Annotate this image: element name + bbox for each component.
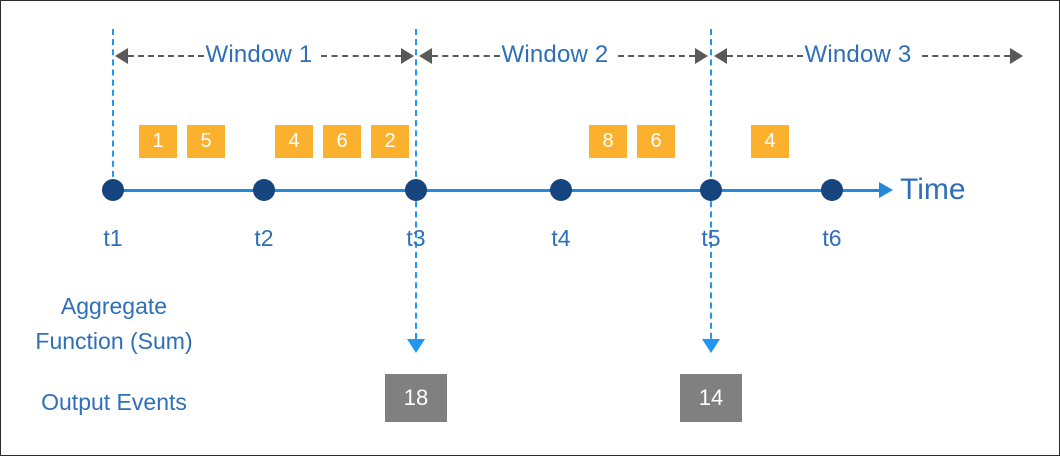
timeline-dot-t5[interactable] (700, 179, 722, 201)
event-box[interactable]: 1 (139, 125, 177, 158)
event-box[interactable]: 4 (751, 125, 789, 158)
output-events-label: Output Events (41, 389, 187, 415)
output-box[interactable]: 18 (385, 374, 447, 422)
tick-label-t2: t2 (254, 225, 274, 251)
timeline-dot-t3[interactable] (405, 179, 427, 201)
window-1-label: Window 1 (205, 41, 313, 68)
timeline-dot-t4[interactable] (550, 179, 572, 201)
timeline-axis (106, 189, 881, 192)
event-box[interactable]: 8 (589, 125, 627, 158)
tick-label-t5: t5 (701, 225, 721, 251)
timeline-arrowhead (879, 182, 893, 198)
window-2-dash-right (618, 55, 695, 57)
window-1-dash-right (321, 55, 401, 57)
window-3-dash-left (727, 55, 803, 57)
timeline-axis-label: Time (900, 173, 966, 206)
window-1-right-arrowhead (401, 48, 414, 64)
window-3-label: Window 3 (804, 41, 912, 68)
output-box[interactable]: 14 (680, 374, 742, 422)
event-box[interactable]: 6 (323, 125, 361, 158)
window-3-dash-right (922, 55, 1010, 57)
window-3-left-arrowhead (714, 48, 727, 64)
window-2-label: Window 2 (501, 41, 609, 68)
window-2-left-arrowhead (419, 48, 432, 64)
tick-label-t6: t6 (822, 225, 842, 251)
timeline-dot-t1[interactable] (102, 179, 124, 201)
timeline-dot-t6[interactable] (821, 179, 843, 201)
tick-label-t3: t3 (406, 225, 426, 251)
boundary-arrow-t5 (702, 339, 720, 353)
window-2-right-arrowhead (695, 48, 708, 64)
event-box[interactable]: 2 (371, 125, 409, 158)
aggregate-function-label-line1: Aggregate (60, 293, 168, 319)
window-2-dash-left (432, 55, 500, 57)
event-box[interactable]: 4 (275, 125, 313, 158)
boundary-line-t1 (112, 29, 114, 187)
tick-label-t1: t1 (103, 225, 123, 251)
window-1-left-arrowhead (115, 48, 128, 64)
window-1-dash-left (128, 55, 204, 57)
event-box[interactable]: 6 (637, 125, 675, 158)
tick-label-t4: t4 (551, 225, 571, 251)
aggregate-function-label-line2: Function (Sum) (35, 328, 193, 354)
timeline-dot-t2[interactable] (253, 179, 275, 201)
boundary-arrow-t3 (407, 339, 425, 353)
event-box[interactable]: 5 (187, 125, 225, 158)
window-3-right-arrowhead (1010, 48, 1023, 64)
